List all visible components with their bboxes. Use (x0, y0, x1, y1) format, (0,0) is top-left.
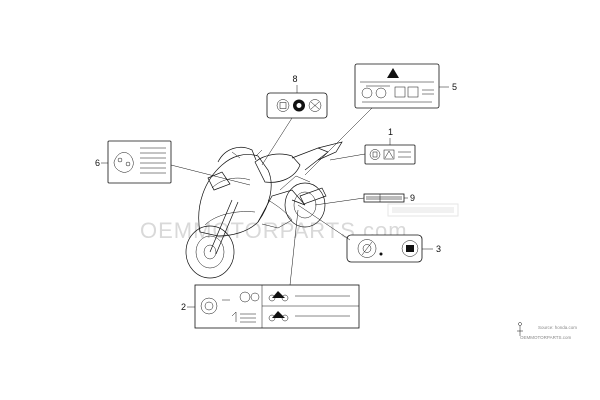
label-2[interactable] (194, 284, 360, 329)
source-text: Source: honda.com (538, 325, 577, 330)
label-1[interactable] (364, 144, 416, 165)
motorcycle-illustration (185, 141, 343, 279)
label-5[interactable] (354, 63, 440, 109)
leader-3 (297, 204, 351, 241)
callout-9: 9 (410, 193, 415, 203)
callout-8: 8 (292, 74, 297, 84)
leader-9 (314, 197, 365, 206)
leader-2 (289, 209, 299, 286)
label-9[interactable] (363, 193, 405, 203)
leader-5 (304, 107, 373, 176)
callout-6: 6 (95, 158, 100, 168)
source-watermark: OEMMOTORPARTS.com (520, 335, 572, 340)
label-3[interactable] (346, 234, 423, 263)
callout-1: 1 (388, 127, 393, 137)
label-8[interactable] (266, 92, 328, 119)
callout-5: 5 (452, 82, 457, 92)
callout-3: 3 (436, 244, 441, 254)
label-6[interactable] (107, 140, 172, 184)
leader-8 (261, 117, 293, 166)
watermark-logo (387, 203, 459, 217)
source-credit: Source: honda.com OEMMOTORPARTS.com (517, 322, 577, 340)
callout-2: 2 (181, 302, 186, 312)
leader-1 (329, 153, 366, 161)
leader-6 (170, 164, 251, 186)
